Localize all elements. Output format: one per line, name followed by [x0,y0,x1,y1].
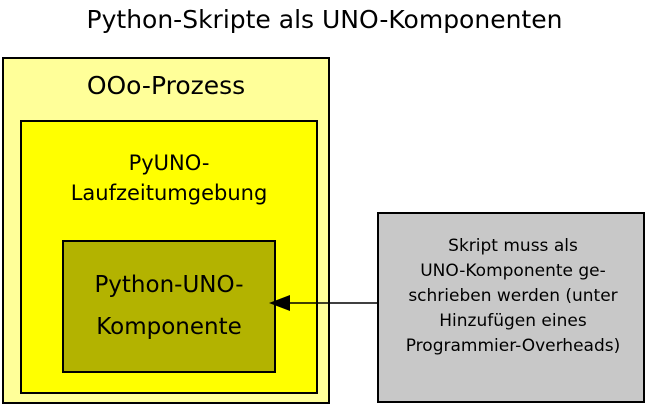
box-annotation-note: Skript muss als UNO-Komponente ge- schri… [377,212,645,403]
box-python-uno-komponente-label: Python-UNO- Komponente [64,264,274,348]
note-line-1: Skript muss als [448,236,578,256]
box-ooo-prozess: OOo-Prozess PyUNO- Laufzeitumgebung Pyth… [2,57,330,404]
box-python-uno-komponente-label-line1: Python-UNO- [94,272,244,298]
box-pyuno-laufzeitumgebung-label-line1: PyUNO- [128,151,210,175]
note-line-2: UNO-Komponente ge- [420,261,606,281]
box-pyuno-laufzeitumgebung-label-line2: Laufzeitumgebung [70,181,268,205]
note-line-3: schrieben werden (unter [408,286,618,306]
box-ooo-prozess-label: OOo-Prozess [86,71,246,100]
note-line-4: Hinzufügen eines [439,311,587,331]
box-pyuno-laufzeitumgebung-label: PyUNO- Laufzeitumgebung [22,148,316,208]
box-python-uno-komponente: Python-UNO- Komponente [62,240,276,373]
box-python-uno-komponente-label-line2: Komponente [96,314,242,340]
box-annotation-note-text: Skript muss als UNO-Komponente ge- schri… [383,234,643,359]
note-line-5: Programmier-Overheads) [405,336,621,356]
diagram-title: Python-Skripte als UNO-Komponenten [86,5,563,34]
box-pyuno-laufzeitumgebung: PyUNO- Laufzeitumgebung Python-UNO- Komp… [20,120,318,394]
